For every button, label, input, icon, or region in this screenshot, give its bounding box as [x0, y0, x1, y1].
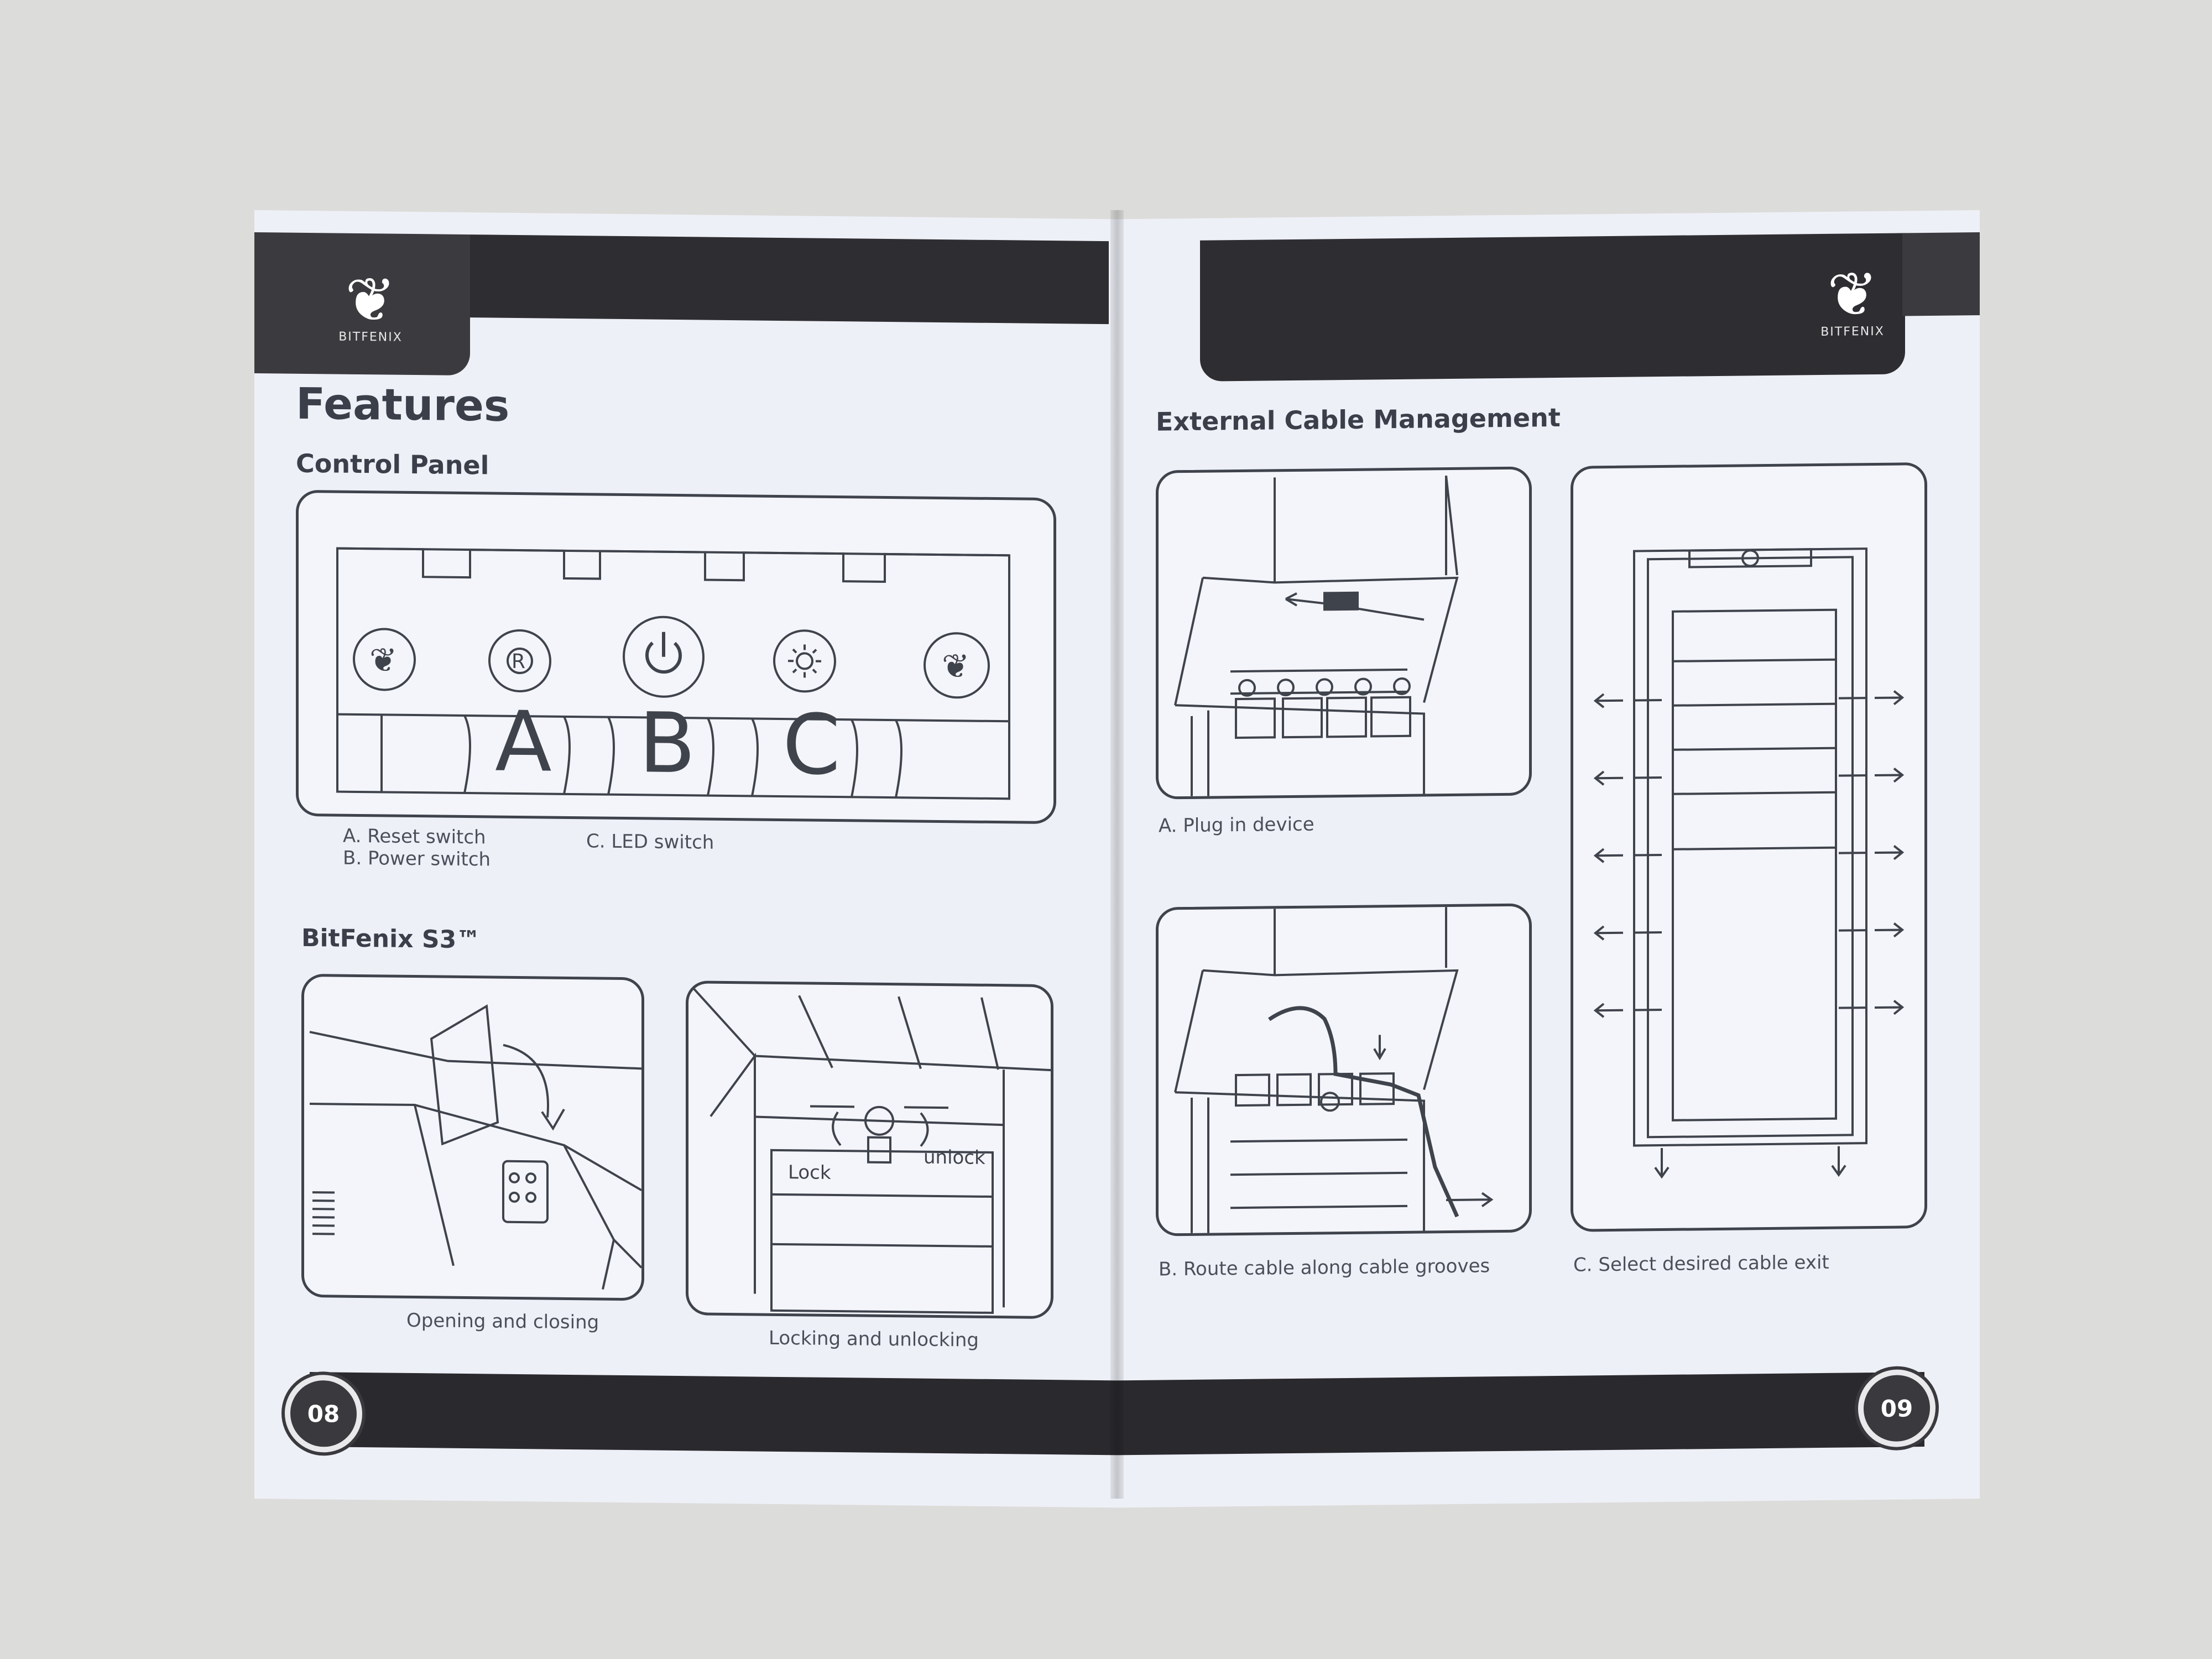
lock-label: Lock: [788, 1161, 831, 1184]
caption-route-cable: B. Route cable along cable grooves: [1159, 1255, 1490, 1281]
letter-a: A: [495, 693, 552, 791]
brand-text: BITFENIX: [338, 330, 403, 345]
header-tab: [1902, 232, 1980, 316]
section-heading-cable: External Cable Management: [1156, 402, 1561, 437]
bitfenix-logo-icon: ❦: [942, 647, 969, 686]
bitfenix-logo-icon: ❦: [369, 641, 397, 680]
bitfenix-logo-icon: ❦: [1827, 258, 1879, 330]
control-panel-drawing: R ❦ ❦: [336, 547, 1010, 800]
letter-c: C: [782, 697, 841, 794]
footer-band: [1117, 1372, 1924, 1455]
letter-b: B: [639, 695, 696, 792]
caption-opening: Opening and closing: [406, 1309, 599, 1334]
cable-exit-drawing: [1593, 547, 1905, 1179]
brand-logo: ❦ BITFENIX: [1817, 258, 1888, 340]
svg-text:R: R: [512, 650, 525, 673]
brand-logo: ❦ BITFENIX: [335, 264, 406, 345]
route-cable-illustration: [1156, 903, 1532, 1237]
header-band: [1200, 233, 1905, 382]
page-title: Features: [296, 379, 510, 431]
caption-locking: Locking and unlocking: [769, 1327, 979, 1352]
header-band: [470, 234, 1109, 325]
footer-band: [310, 1372, 1117, 1455]
legend-reset: A. Reset switch: [343, 825, 486, 849]
page-number-left: 08: [285, 1374, 362, 1453]
booklet-spine: [1110, 210, 1124, 1499]
plug-in-drawing: [1174, 475, 1459, 796]
brand-text: BITFENIX: [1820, 324, 1885, 340]
route-cable-drawing: [1174, 907, 1494, 1233]
manual-booklet: ❦ BITFENIX Features Control Panel: [254, 210, 1980, 1508]
legend-led: C. LED switch: [586, 830, 714, 854]
caption-plug-in: A. Plug in device: [1159, 813, 1314, 837]
plug-in-illustration: [1156, 466, 1532, 800]
control-panel-illustration: R ❦ ❦ A B C: [296, 489, 1056, 825]
bitfenix-logo-icon: ❦: [345, 264, 397, 336]
right-page: ❦ BITFENIX External Cable Management: [1117, 210, 1980, 1508]
locking-drawing: [693, 988, 1051, 1314]
caption-cable-exit: C. Select desired cable exit: [1573, 1251, 1829, 1276]
cable-exit-illustration: [1571, 462, 1927, 1232]
legend-power: B. Power switch: [343, 847, 491, 871]
locking-illustration: Lock unlock: [686, 980, 1053, 1319]
opening-drawing: [309, 1004, 641, 1290]
opening-illustration: [301, 973, 644, 1301]
left-page: ❦ BITFENIX Features Control Panel: [254, 210, 1117, 1508]
unlock-label: unlock: [924, 1146, 985, 1169]
section-heading-s3: BitFenix S3™: [301, 924, 481, 954]
section-heading-control-panel: Control Panel: [296, 448, 489, 481]
